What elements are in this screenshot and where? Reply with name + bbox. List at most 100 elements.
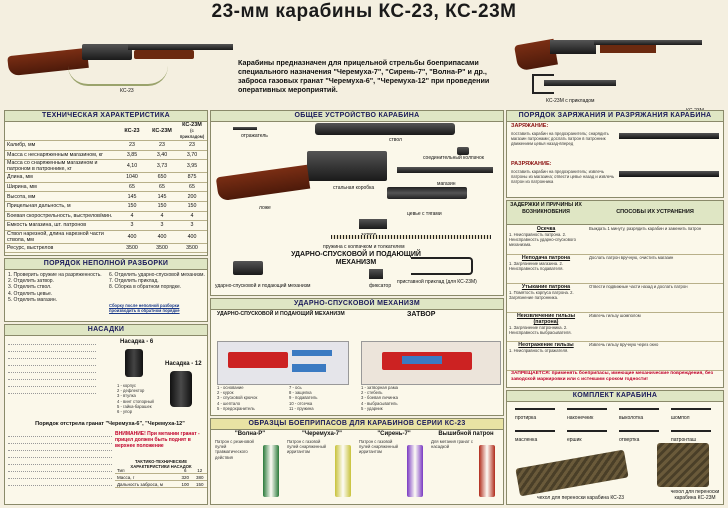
spec-row-value: 4 <box>117 211 147 222</box>
spec-row-value: 65 <box>117 182 147 193</box>
wire-stock-image <box>411 257 473 275</box>
nozzles-warning: ВНИМАНИЕ! При метании гранат - прицел до… <box>115 431 200 449</box>
kit-item-image <box>671 408 711 410</box>
spec-row-name: Прицельная дальность, м <box>5 201 117 212</box>
spec-row-value: 3 <box>147 220 177 231</box>
spec-row-value: 3,70 <box>177 150 207 161</box>
spring-image <box>331 235 491 239</box>
kit-item-label: шомпол <box>671 415 690 421</box>
disassembly-step: 1. Проверить оружие на разряженность. <box>8 272 102 278</box>
trigger-drawing <box>217 341 349 385</box>
unload-title: РАЗРЯЖАНИЕ: <box>511 161 552 167</box>
kit-item-label: наконечник <box>567 415 594 421</box>
kit-item-image <box>619 430 659 432</box>
ks23-sling <box>68 66 168 86</box>
spec-panel: ТЕХНИЧЕСКАЯ ХАРАКТЕРИСТИКА КС-23 КС-23М … <box>4 110 208 256</box>
trigger-unit-image <box>233 261 263 275</box>
ks23m-barrel <box>594 40 702 45</box>
nozzle-table-cell: Дальность заброса, м <box>115 480 178 488</box>
disassembly-note: Сборку после неполной разборки производи… <box>109 303 180 314</box>
spec-row-name: Боевая скорострельность, выстрелов/мин. <box>5 211 117 222</box>
cartridge-image <box>263 445 279 497</box>
page-title: 23-мм карабины КС-23, КС-23М <box>211 1 517 22</box>
fault-title: Утыкание патрона <box>521 284 571 290</box>
fault-fix: Дослать патрон вручную, очистить магазин <box>589 255 674 260</box>
spec-col-ks23m: КС-23М <box>147 122 177 141</box>
fault-divider <box>507 370 723 371</box>
ammo-name: "Волна-Р" <box>234 431 266 437</box>
disassembly-step: 8. Сборка в обратном порядке. <box>109 284 182 291</box>
fault-cause-text: 1. Неисправность отражателя. <box>509 348 569 353</box>
kit-item-image <box>619 408 659 410</box>
load-text: поставить карабин на предохранитель; сна… <box>511 131 609 147</box>
spec-header: ТЕХНИЧЕСКАЯ ХАРАКТЕРИСТИКА <box>5 111 207 122</box>
spec-row-value: 150 <box>177 201 207 212</box>
ammo-item: "Волна-Р"Патрон с резиновой пулей травма… <box>215 431 285 503</box>
disassembly-steps-left: 1. Проверить оружие на разряженность. 2.… <box>8 272 106 303</box>
ammo-item: "Сирень-7"Патрон с газовой пулей снаряже… <box>359 431 429 503</box>
spec-row-value: 1040 <box>117 172 147 183</box>
general-panel: ОБЩЕЕ УСТРОЙСТВО КАРАБИНА отражатель ств… <box>210 110 504 296</box>
kit-item-image <box>515 408 555 410</box>
spec-row-value: 650 <box>147 172 177 183</box>
loading-header: ПОРЯДОК ЗАРЯЖАНИЯ И РАЗРЯЖАНИЯ КАРАБИНА <box>507 111 723 122</box>
cartridge-image <box>479 445 495 497</box>
spec-row-value: 150 <box>117 201 147 212</box>
unload-text: поставить карабин на предохранитель; изв… <box>511 169 615 185</box>
disassembly-step: 7. Отделить приклад. <box>109 278 159 285</box>
ammo-panel: ОБРАЗЦЫ БОЕПРИПАСОВ ДЛЯ КАРАБИНОВ СЕРИИ … <box>210 418 504 505</box>
fault-cause: Неизвлечение гильзы (патрона)1. Загрязне… <box>509 313 583 341</box>
kit-item-label: масленка <box>515 437 538 443</box>
spec-row-value: 3500 <box>177 243 207 254</box>
spec-row-value: 65 <box>177 182 207 193</box>
spec-row-value: 150 <box>147 201 177 212</box>
case2-image <box>657 443 709 487</box>
kit-item-label: выколотка <box>619 415 644 421</box>
fault-divider <box>507 312 723 313</box>
faults-col2: СПОСОБЫ ИХ УСТРАНЕНИЯ <box>585 201 723 225</box>
nozzles-order-title: Порядок отстрела гранат "Черемуха-6", "Ч… <box>35 421 185 427</box>
kit-header: КОМПЛЕКТ КАРАБИНА <box>507 391 723 402</box>
fault-cause-text: 1. Помятость корпуса патрона. 2. Загрязн… <box>509 290 574 301</box>
trigger-parts-right: 1 - затворная рама 2 - стебель 3 - боева… <box>361 385 398 411</box>
disassembly-steps-right: 6. Отделить ударно-спусковой механизм. 7… <box>109 272 205 291</box>
intro-text: Карабины предназначен для прицельной стр… <box>238 58 490 94</box>
bolt-drawing <box>361 341 501 385</box>
ammo-name: "Сирень-7" <box>377 431 411 437</box>
nozzle-table-cell: 12 <box>192 467 207 474</box>
spec-row-value: 3,95 <box>177 159 207 174</box>
nozzle-parts-list: 1 - корпус 2 - дефлектор 3 - втулка 4 - … <box>117 383 154 415</box>
spec-row-value: 23 <box>117 140 147 151</box>
spec-row-value: 400 <box>177 230 207 244</box>
disassembly-panel: ПОРЯДОК НЕПОЛНОЙ РАЗБОРКИ 1. Проверить о… <box>4 258 208 322</box>
disassembly-step: 5. Отделить магазин. <box>8 296 57 303</box>
fixer-label: фиксатор <box>369 283 392 289</box>
trigger-parts-mid: 7 - ось 8 - защелка 9 - подаватель 10 - … <box>289 385 318 411</box>
nozzle-table-cell: Тип <box>115 467 178 474</box>
kit-item-label: ершик <box>567 437 582 443</box>
spec-row-name: Длина, мм <box>5 172 117 183</box>
case2-label: чехол для переноски карабина КС-23М <box>670 489 720 501</box>
label-reflector: отражатель <box>241 133 268 139</box>
spec-row: Боевая скорострельность, выстрелов/мин.4… <box>5 211 207 222</box>
disassembly-step: 3. Отделить ствол. <box>8 284 52 291</box>
spec-row-value: 4,10 <box>117 159 147 174</box>
trigger-parts-left: 1 - основание 2 - курок 3 - спусковой кр… <box>217 385 258 411</box>
receiver-image <box>307 151 387 181</box>
disassembly-header: ПОРЯДОК НЕПОЛНОЙ РАЗБОРКИ <box>5 259 207 270</box>
nozzle-12-label: Насадка - 12 <box>165 361 202 367</box>
nozzle-6-label: Насадка - 6 <box>120 339 154 345</box>
cartridge-image <box>335 445 351 497</box>
fault-title: Неизвлечение гильзы (патрона) <box>516 313 576 325</box>
faults-panel: ЗАДЕРЖКИ И ПРИЧИНЫ ИХ ВОЗНИКНОВЕНИЯ СПОС… <box>506 200 724 388</box>
fault-fix: Извлечь гильзу шомполом <box>589 313 641 318</box>
spec-row-value: 3 <box>177 220 207 231</box>
